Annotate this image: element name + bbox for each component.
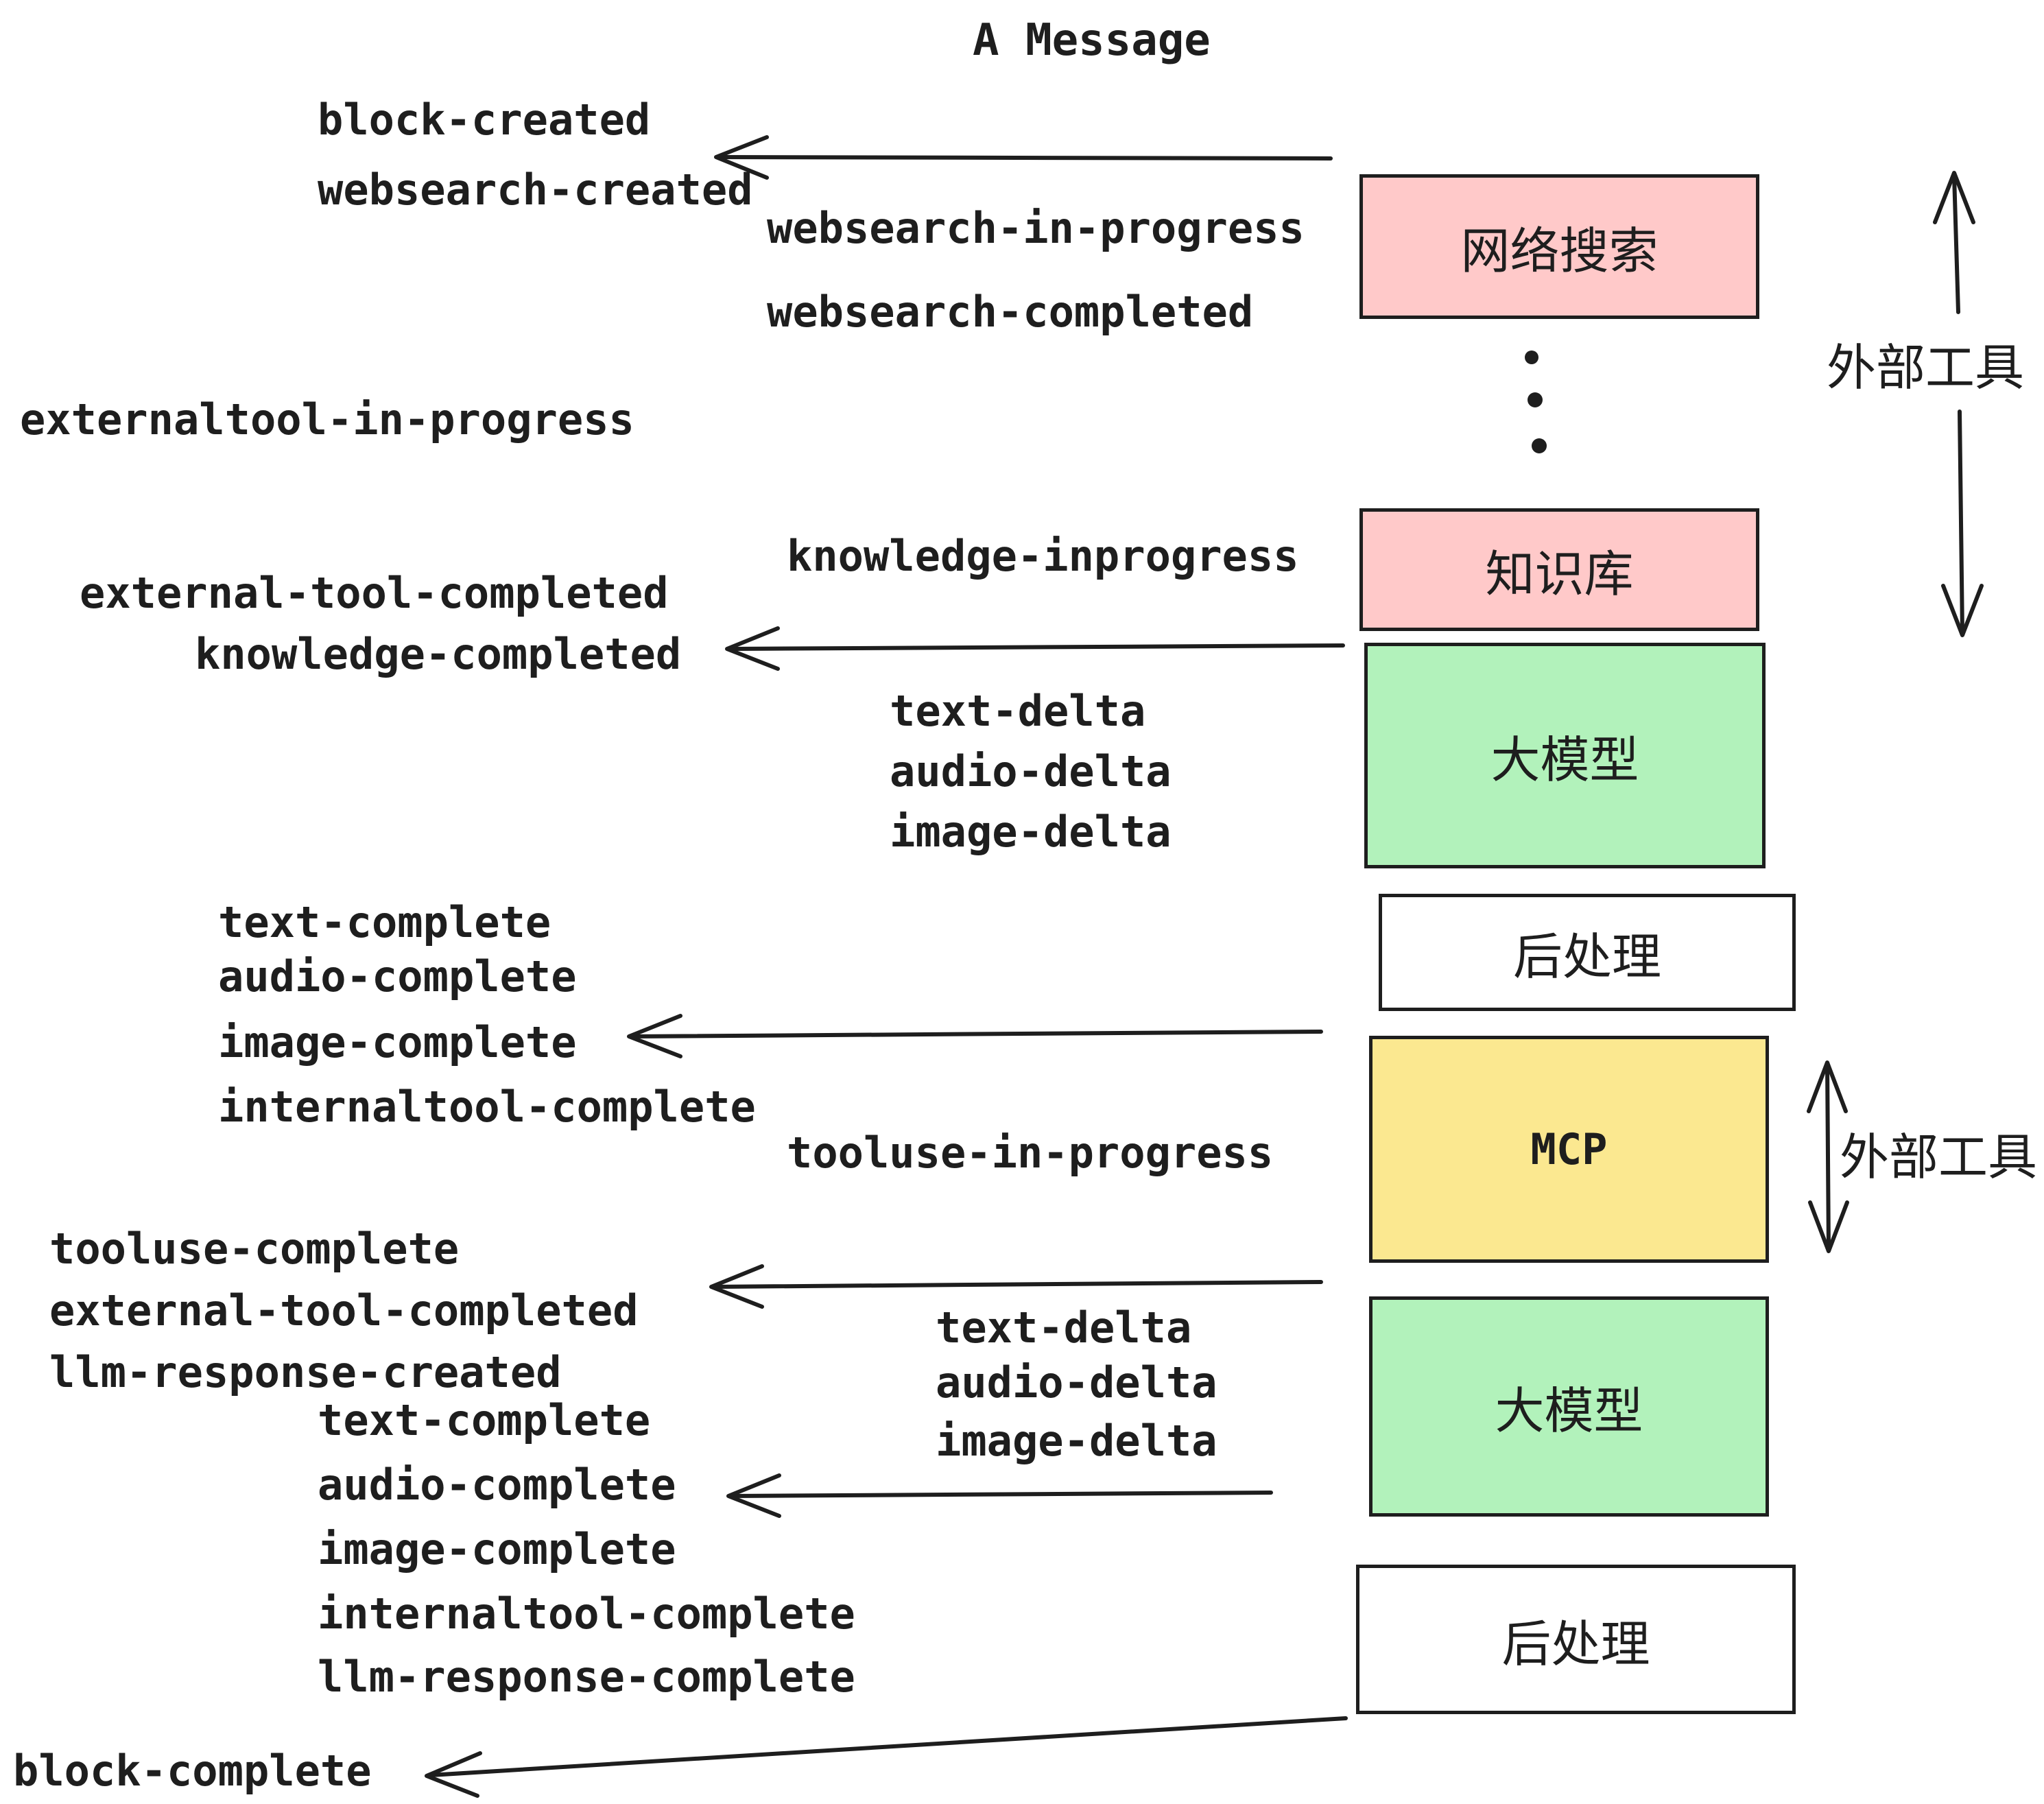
arrow-websearch-to-created [714, 135, 1333, 180]
event-label-llm-response-complete: llm-response-complete [318, 1652, 855, 1702]
event-label-audio-complete-2: audio-complete [318, 1460, 676, 1510]
event-label-text-complete-1: text-complete [218, 897, 551, 947]
box-postprocess-1-label: 后处理 [1512, 928, 1661, 986]
arrow-llm1-to-complete [627, 1014, 1323, 1058]
box-mcp-label: MCP [1530, 1124, 1608, 1174]
event-label-llm-response-created: llm-response-created [49, 1347, 562, 1397]
side-label-external-tools-mcp: 外部工具 [1840, 1128, 2038, 1186]
ellipsis-dots [1525, 351, 1547, 453]
event-label-audio-complete-1: audio-complete [218, 951, 577, 1001]
event-label-image-delta-2: image-delta [936, 1416, 1217, 1466]
event-label-text-complete-2: text-complete [318, 1395, 651, 1445]
box-websearch: 网络搜索 [1359, 174, 1759, 319]
double-arrow-external-tools-mcp [1807, 1060, 1849, 1253]
event-label-tooluse-complete: tooluse-complete [49, 1224, 460, 1274]
box-knowledge-label: 知识库 [1485, 545, 1634, 603]
event-label-audio-delta-1: audio-delta [890, 746, 1172, 796]
diagram-title: A Message [973, 15, 1211, 66]
side-label-external-tools-top: 外部工具 [1827, 339, 2025, 396]
event-label-image-complete-2: image-complete [318, 1524, 676, 1574]
event-label-text-delta-1: text-delta [890, 686, 1146, 736]
box-llm-2-label: 大模型 [1495, 1382, 1643, 1440]
event-label-audio-delta-2: audio-delta [936, 1357, 1217, 1408]
event-label-internaltool-complete-1: internaltool-complete [218, 1082, 756, 1132]
event-label-block-created: block-created [318, 95, 651, 145]
box-mcp: MCP [1369, 1036, 1769, 1263]
event-label-knowledge-inprogress: knowledge-inprogress [787, 531, 1299, 581]
box-knowledge: 知识库 [1359, 508, 1759, 631]
event-label-knowledge-completed: knowledge-completed [195, 629, 682, 679]
arrow-mcp-to-tooluse-complete [709, 1264, 1323, 1309]
event-label-text-delta-2: text-delta [936, 1303, 1192, 1353]
box-llm-2: 大模型 [1369, 1296, 1769, 1517]
event-label-tooluse-in-progress: tooluse-in-progress [787, 1128, 1274, 1178]
event-label-internaltool-complete-2: internaltool-complete [318, 1589, 855, 1639]
box-postprocess-2-label: 后处理 [1501, 1615, 1650, 1673]
event-label-image-complete-1: image-complete [218, 1017, 577, 1067]
arrow-knowledge-to-completed [725, 626, 1345, 671]
arrow-llm2-to-complete [726, 1473, 1273, 1518]
event-label-websearch-created: websearch-created [318, 165, 753, 215]
event-label-websearch-in-progress: websearch-in-progress [767, 203, 1305, 253]
box-postprocess-1: 后处理 [1379, 894, 1796, 1011]
event-label-websearch-completed: websearch-completed [767, 287, 1254, 337]
double-arrow-external-tools-top [1933, 171, 1984, 637]
box-postprocess-2: 后处理 [1356, 1565, 1796, 1714]
box-llm-1: 大模型 [1364, 643, 1766, 868]
arrow-post2-to-block-complete [425, 1716, 1348, 1798]
event-label-externaltool-in-progress: externaltool-in-progress [20, 394, 634, 444]
event-label-image-delta-1: image-delta [890, 807, 1172, 857]
box-websearch-label: 网络搜索 [1460, 222, 1659, 280]
event-label-external-tool-completed-2: external-tool-completed [49, 1285, 639, 1336]
box-llm-1-label: 大模型 [1490, 731, 1639, 789]
event-label-block-complete: block-complete [13, 1746, 372, 1796]
event-label-external-tool-completed-1: external-tool-completed [80, 568, 669, 618]
